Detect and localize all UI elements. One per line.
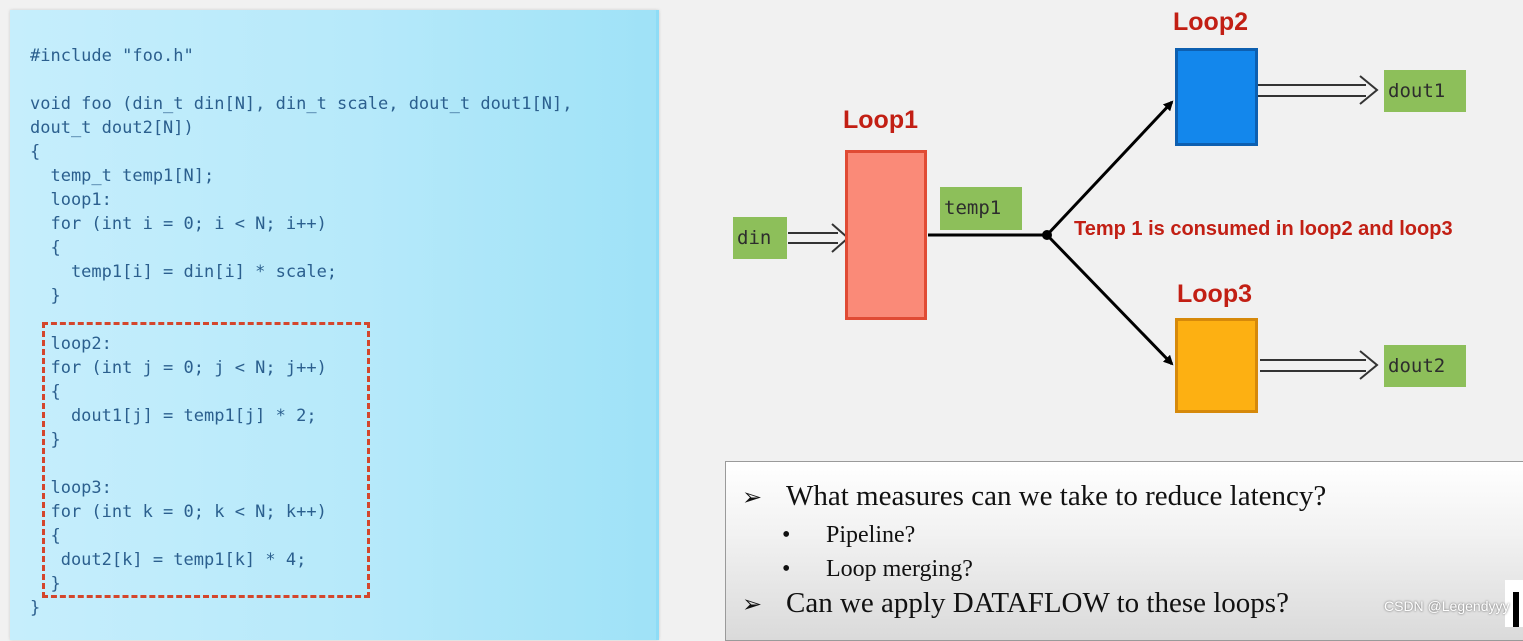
code-line: temp_t temp1[N]; [30, 166, 215, 186]
annotation-text: Temp 1 is consumed in loop2 and loop3 [1074, 218, 1453, 240]
code-line: loop2: [30, 334, 112, 354]
questions-box: ➢ What measures can we take to reduce lat… [725, 461, 1523, 641]
loop3-title: Loop3 [1177, 280, 1252, 308]
sub-item-text: Loop merging? [826, 556, 973, 582]
dout1-arrow [1258, 75, 1379, 105]
corner-bracket-icon [1505, 580, 1523, 627]
question-2-text: Can we apply DATAFLOW to these loops? [786, 587, 1289, 619]
code-line: dout_t dout2[N]) [30, 118, 194, 138]
question-2: ➢ Can we apply DATAFLOW to these loops? [742, 587, 1289, 620]
code-line: void foo (din_t din[N], din_t scale, dou… [30, 94, 573, 114]
highlight-dashed-box [42, 322, 370, 598]
sub-item-loop-merging: • Loop merging? [782, 556, 973, 583]
code-line: for (int i = 0; i < N; i++) [30, 214, 327, 234]
dot-bullet-icon: • [782, 522, 791, 548]
question-1-text: What measures can we take to reduce late… [786, 480, 1327, 512]
dout1-label: dout1 [1384, 70, 1466, 112]
code-line: loop1: [30, 190, 112, 210]
code-line: loop3: [30, 478, 112, 498]
loop3-block [1175, 318, 1258, 413]
sub-item-text: Pipeline? [826, 522, 916, 548]
sub-item-pipeline: • Pipeline? [782, 522, 915, 549]
dout2-label: dout2 [1384, 345, 1466, 387]
watermark: CSDN @Legendyyy [1384, 598, 1510, 614]
code-line: temp1[i] = din[i] * scale; [30, 262, 338, 282]
din-label: din [733, 217, 787, 259]
branch-to-loop2 [1045, 100, 1174, 237]
question-1: ➢ What measures can we take to reduce lat… [742, 480, 1326, 513]
dot-bullet-icon: • [782, 556, 791, 582]
temp1-label: temp1 [940, 187, 1022, 230]
arrow-bullet-icon: ➢ [742, 485, 763, 511]
code-line: { [30, 238, 61, 258]
code-line: } [30, 574, 61, 594]
code-line: for (int k = 0; k < N; k++) [30, 502, 327, 522]
code-panel: #include "foo.h" void foo (din_t din[N], … [10, 10, 659, 640]
loop2-title: Loop2 [1173, 8, 1248, 36]
code-line: { [30, 142, 41, 162]
code-line: #include "foo.h" [30, 46, 194, 66]
code-line: dout2[k] = temp1[k] * 4; [30, 550, 307, 570]
dout2-arrow [1260, 350, 1379, 380]
loop2-block [1175, 48, 1258, 146]
loop1-block [845, 150, 927, 320]
arrow-bullet-icon: ➢ [742, 592, 763, 618]
code-line: } [30, 430, 61, 450]
code-line: { [30, 382, 61, 402]
code-line: } [30, 286, 61, 306]
code-line: { [30, 526, 61, 546]
din-arrow [788, 223, 850, 253]
branch-to-loop3 [1045, 233, 1174, 366]
code-line: } [30, 598, 41, 618]
code-line: dout1[j] = temp1[j] * 2; [30, 406, 317, 426]
code-line: for (int j = 0; j < N; j++) [30, 358, 327, 378]
loop1-title: Loop1 [843, 106, 918, 134]
